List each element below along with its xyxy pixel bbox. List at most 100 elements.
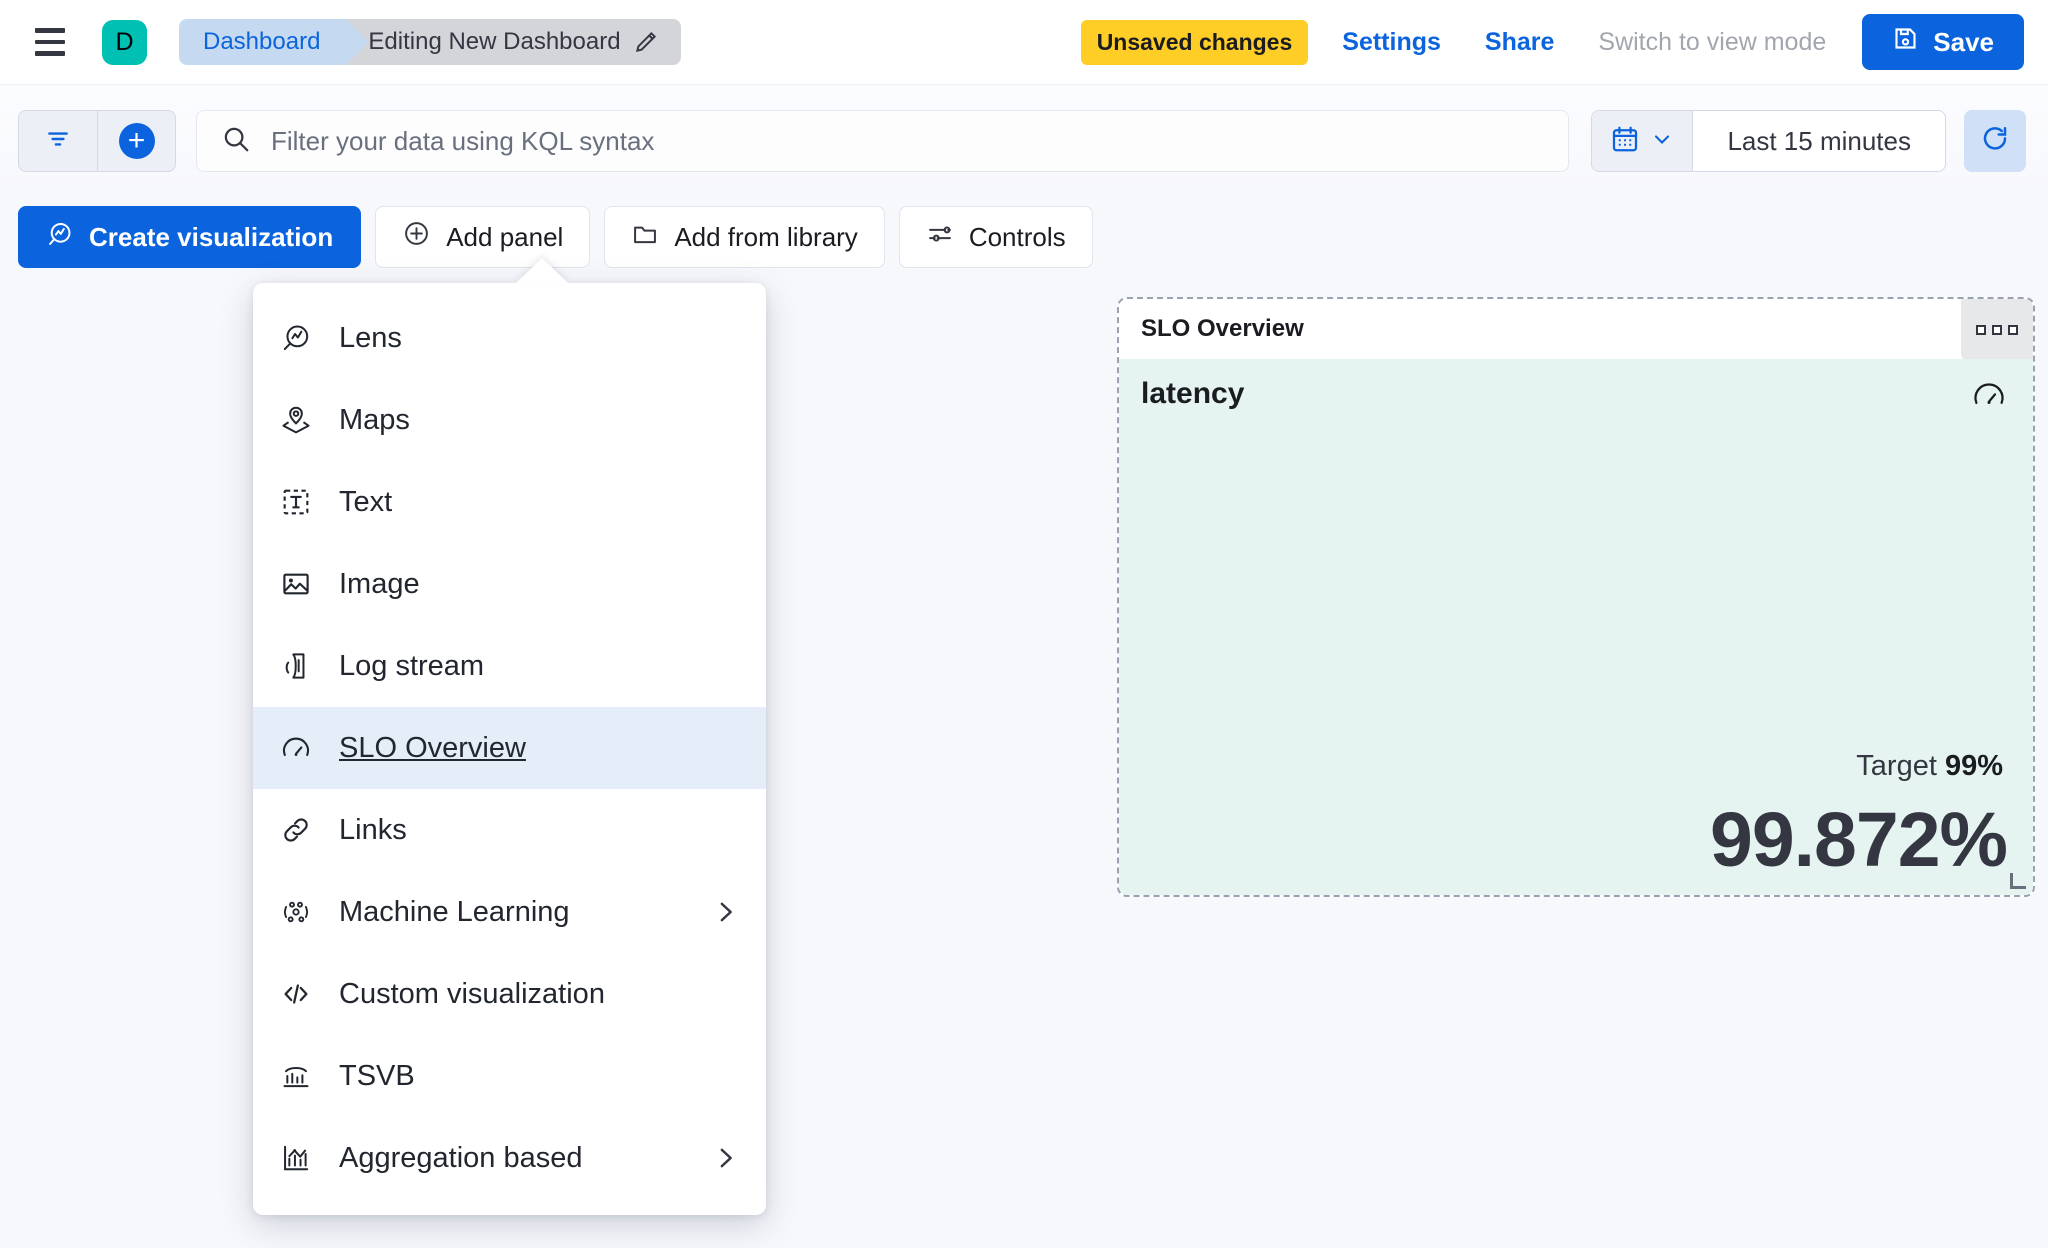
settings-link[interactable]: Settings xyxy=(1342,27,1441,56)
menu-item-label: Log stream xyxy=(339,649,485,682)
controls-button[interactable]: Controls xyxy=(898,206,1093,268)
status-badge-unsaved[interactable]: Unsaved changes xyxy=(1080,19,1309,65)
slo-target-label: Target xyxy=(1856,750,1937,782)
maps-icon xyxy=(279,403,313,437)
image-icon xyxy=(279,567,313,601)
slo-target-value: 99% xyxy=(1944,750,2003,782)
panel-menu-dot xyxy=(2008,325,2018,335)
machine-learning-icon xyxy=(279,895,313,929)
panel-header: SLO Overview xyxy=(1119,299,2033,361)
add-panel-label: Add panel xyxy=(446,221,564,252)
slo-value: 99.872% xyxy=(1710,797,2008,883)
create-visualization-button[interactable]: Create visualization xyxy=(18,206,362,268)
log-stream-icon xyxy=(279,649,313,683)
slo-overview-panel[interactable]: SLO Overview latency Target 99% 99.872% xyxy=(1117,297,2035,897)
avatar-letter: D xyxy=(115,27,134,56)
menu-item-lens[interactable]: Lens xyxy=(253,297,766,379)
search-input-placeholder: Filter your data using KQL syntax xyxy=(271,125,655,156)
lens-icon xyxy=(46,220,74,255)
menu-item-image[interactable]: Image xyxy=(253,543,766,625)
menu-item-aggregation-based[interactable]: Aggregation based xyxy=(253,1117,766,1199)
hamburger-bar xyxy=(35,28,65,33)
breadcrumb: Dashboard Editing New Dashboard xyxy=(179,19,681,65)
filter-button-group: + xyxy=(18,110,176,172)
calendar-icon xyxy=(1610,124,1640,159)
save-disk-icon xyxy=(1892,25,1919,59)
panel-body: latency Target 99% 99.872% xyxy=(1119,359,2033,895)
text-icon xyxy=(279,485,313,519)
panel-menu-dot xyxy=(1976,325,1986,335)
chevron-right-icon xyxy=(710,1143,740,1173)
menu-item-label: Text xyxy=(339,485,393,518)
hamburger-bar xyxy=(35,51,65,56)
menu-item-text[interactable]: Text xyxy=(253,461,766,543)
filter-icon xyxy=(45,126,71,157)
menu-item-slo-overview[interactable]: SLO Overview xyxy=(253,707,766,789)
add-from-library-label: Add from library xyxy=(674,221,858,252)
panel-resize-handle[interactable] xyxy=(2010,873,2026,889)
refresh-button[interactable] xyxy=(1964,110,2026,172)
aggregation-icon xyxy=(279,1141,313,1175)
menu-item-label: Custom visualization xyxy=(339,977,605,1010)
time-range-display[interactable]: Last 15 minutes xyxy=(1727,125,1911,156)
share-link[interactable]: Share xyxy=(1484,27,1555,56)
panel-menu-dot xyxy=(1992,325,2002,335)
add-filter-button[interactable]: + xyxy=(97,111,175,171)
slo-target: Target 99% xyxy=(1856,750,2003,783)
menu-item-label: Maps xyxy=(339,403,410,436)
query-bar: + Filter your data using KQL syntax xyxy=(0,86,2048,196)
panel-menu-icon[interactable] xyxy=(1961,299,2033,361)
save-button-label: Save xyxy=(1933,26,1994,57)
menu-item-custom-visualization[interactable]: Custom visualization xyxy=(253,953,766,1035)
folder-icon xyxy=(631,220,659,255)
controls-sliders-icon xyxy=(926,220,954,255)
gauge-icon xyxy=(279,731,313,765)
tsvb-icon xyxy=(279,1059,313,1093)
breadcrumb-current[interactable]: Editing New Dashboard xyxy=(326,19,681,65)
date-quick-select-button[interactable] xyxy=(1592,111,1694,171)
lens-icon xyxy=(279,321,313,355)
controls-label: Controls xyxy=(968,221,1066,252)
menu-item-label: Links xyxy=(339,813,407,846)
search-icon xyxy=(221,124,251,159)
app-header: D Dashboard Editing New Dashboard Unsave… xyxy=(0,0,2048,85)
dashboard-toolbar: Create visualization Add panel Add from … xyxy=(0,196,2048,278)
add-from-library-button[interactable]: Add from library xyxy=(604,206,885,268)
menu-item-label: Machine Learning xyxy=(339,895,570,928)
menu-item-tsvb[interactable]: TSVB xyxy=(253,1035,766,1117)
filter-options-button[interactable] xyxy=(19,111,97,171)
breadcrumb-dashboard-label: Dashboard xyxy=(203,28,321,55)
save-button[interactable]: Save xyxy=(1862,14,2024,70)
menu-item-label: TSVB xyxy=(339,1059,415,1092)
avatar[interactable]: D xyxy=(102,19,147,65)
plus-circle-outline-icon xyxy=(402,219,431,255)
link-icon xyxy=(279,813,313,847)
code-icon xyxy=(279,977,313,1011)
add-panel-menu: Lens Maps Text Image xyxy=(253,283,766,1215)
panel-title: SLO Overview xyxy=(1141,315,1304,342)
gauge-icon xyxy=(1971,377,2007,418)
create-visualization-label: Create visualization xyxy=(89,221,334,252)
breadcrumb-current-label: Editing New Dashboard xyxy=(368,28,621,55)
menu-item-label: Aggregation based xyxy=(339,1141,583,1174)
hamburger-menu-icon[interactable] xyxy=(24,16,76,68)
menu-item-links[interactable]: Links xyxy=(253,789,766,871)
menu-item-machine-learning[interactable]: Machine Learning xyxy=(253,871,766,953)
menu-item-maps[interactable]: Maps xyxy=(253,379,766,461)
date-picker: Last 15 minutes xyxy=(1591,110,1946,172)
chevron-down-icon xyxy=(1650,127,1674,156)
refresh-icon xyxy=(1980,124,2010,159)
chevron-right-icon xyxy=(710,897,740,927)
menu-item-log-stream[interactable]: Log stream xyxy=(253,625,766,707)
hamburger-bar xyxy=(35,39,65,45)
menu-item-label: SLO Overview xyxy=(339,731,526,764)
breadcrumb-dashboard[interactable]: Dashboard xyxy=(179,19,369,65)
menu-item-label: Image xyxy=(339,567,420,600)
add-panel-button[interactable]: Add panel xyxy=(375,206,591,268)
pencil-icon[interactable] xyxy=(633,29,659,55)
slo-metric-name: latency xyxy=(1141,377,1245,410)
menu-item-label: Lens xyxy=(339,321,402,354)
search-input[interactable]: Filter your data using KQL syntax xyxy=(196,110,1570,172)
menu-pointer-caret xyxy=(516,258,568,283)
switch-to-view-mode-link[interactable]: Switch to view mode xyxy=(1598,27,1827,56)
